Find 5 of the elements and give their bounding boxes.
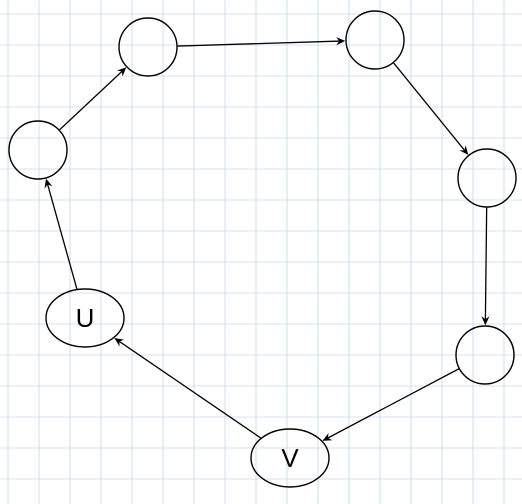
node-circle xyxy=(457,148,517,208)
node-circle xyxy=(455,325,515,385)
node-circle xyxy=(118,17,178,77)
node-circle xyxy=(8,120,68,180)
node-circle xyxy=(345,10,405,70)
